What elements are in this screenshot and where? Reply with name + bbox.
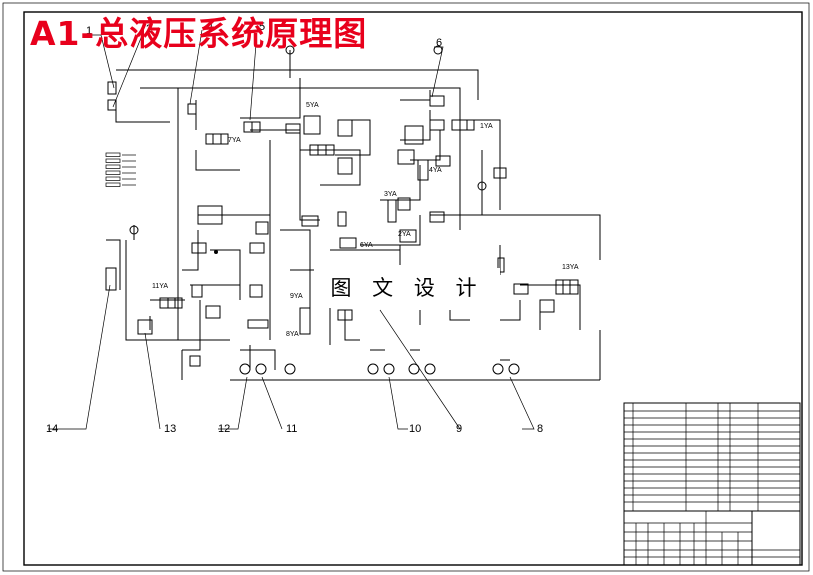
label-8ya: 8YA (286, 331, 299, 338)
solenoid-labels: 5YA 7YA 1YA 4YA 3YA 2YA 6YA 9YA 8YA 11YA… (152, 102, 579, 338)
callout-6: 6 (436, 37, 442, 49)
callout-5: 5 (259, 21, 265, 33)
callout-numbers: 1 2 4 5 6 8 9 10 11 12 13 14 (46, 21, 543, 435)
legend-swatches (105, 152, 136, 187)
pumps-and-gauges (129, 45, 520, 375)
title-block (623, 510, 801, 566)
label-6ya: 6YA (360, 242, 373, 249)
callout-11: 11 (286, 423, 297, 435)
label-1ya: 1YA (480, 123, 493, 130)
callout-12: 12 (218, 423, 230, 435)
callout-8: 8 (537, 423, 543, 435)
parts-list-table (623, 402, 801, 512)
watermark-box: 图 文 设 计 (314, 268, 500, 308)
callout-13: 13 (164, 423, 176, 435)
callout-1: 1 (86, 25, 92, 37)
watermark-text: 图 文 设 计 (330, 276, 484, 300)
callout-14: 14 (46, 423, 58, 435)
label-11ya: 11YA (152, 283, 168, 290)
inner-frame (23, 11, 803, 566)
drawing-title: A1-总液压系统原理图 (30, 14, 368, 53)
callout-9: 9 (456, 423, 462, 435)
callout-leaders (48, 29, 535, 430)
label-4ya: 4YA (429, 167, 442, 174)
valve-blocks (105, 81, 579, 367)
label-2ya: 2YA (398, 231, 411, 238)
pipe-network (106, 50, 601, 381)
label-9ya: 9YA (290, 293, 303, 300)
label-5ya: 5YA (306, 102, 319, 109)
label-7ya: 7YA (228, 137, 241, 144)
callout-2: 2 (146, 23, 152, 35)
label-3ya: 3YA (384, 191, 397, 198)
callout-4: 4 (207, 21, 213, 33)
callout-10: 10 (409, 423, 421, 435)
label-13ya: 13YA (562, 264, 579, 271)
